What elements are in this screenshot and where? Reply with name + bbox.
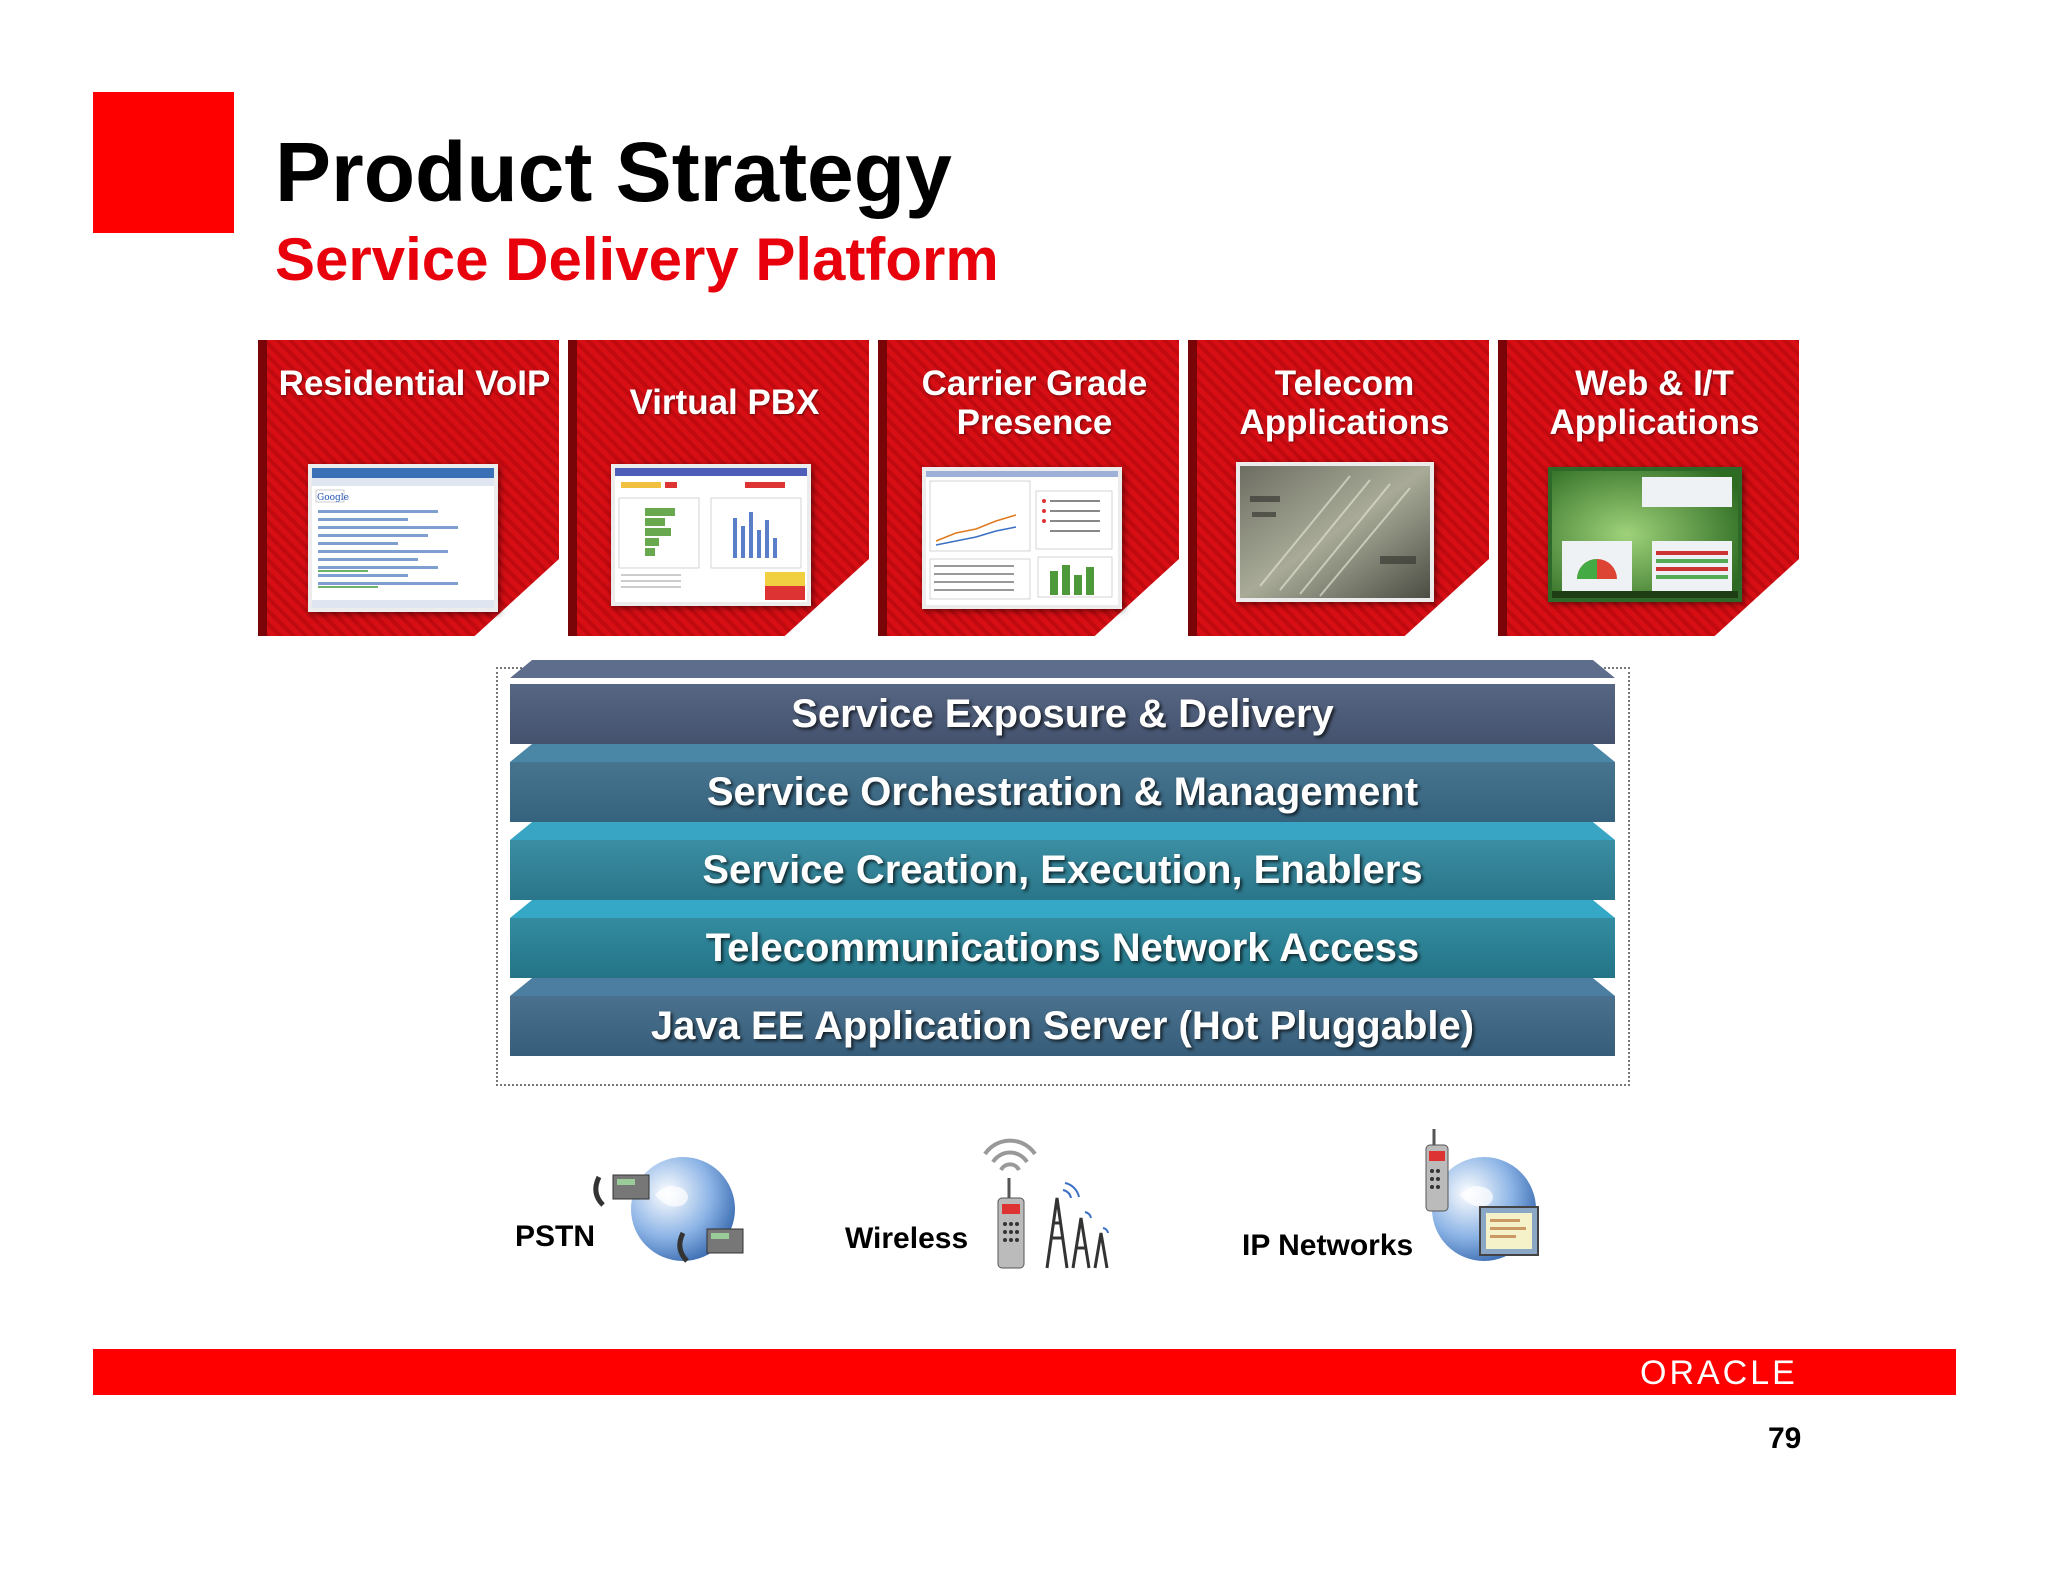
app-tile-label: Residential VoIP: [278, 364, 551, 403]
layer-service-orchestration: Service Orchestration & Management: [510, 762, 1615, 822]
page-number: 79: [1768, 1422, 1802, 1455]
app-tile-residential-voip: Residential VoIP Google: [258, 340, 559, 636]
dashboard-screenshot-image: [611, 464, 811, 606]
wireless-tower-icon: [965, 1128, 1125, 1273]
app-tile-virtual-pbx: Virtual PBX: [568, 340, 869, 636]
oracle-logo: ORACLE: [1640, 1354, 1798, 1392]
network-label-wireless: Wireless: [845, 1222, 969, 1255]
pstn-globe-icon: [585, 1155, 755, 1270]
layer-top-edge: [510, 744, 1615, 762]
app-tile-label: Carrier Grade Presence: [921, 364, 1148, 442]
layer-network-access: Telecommunications Network Access: [510, 918, 1615, 978]
layer-top-edge: [510, 900, 1615, 918]
app-tile-web-it-applications: Web & I/T Applications: [1498, 340, 1799, 636]
layer-service-creation: Service Creation, Execution, Enablers: [510, 840, 1615, 900]
layer-top-edge: [510, 660, 1615, 678]
network-label-pstn: PSTN: [515, 1220, 596, 1253]
ip-networks-globe-icon: [1420, 1125, 1545, 1265]
slide-subtitle: Service Delivery Platform: [275, 226, 999, 293]
app-tile-telecom-applications: Telecom Applications: [1188, 340, 1489, 636]
app-tile-carrier-grade-presence: Carrier Grade Presence: [878, 340, 1179, 636]
browser-screenshot-image: Google: [308, 464, 498, 612]
footer-red-bar: [93, 1349, 1956, 1395]
app-tile-label: Web & I/T Applications: [1549, 364, 1760, 442]
presence-screenshot-image: [922, 467, 1122, 609]
app-tile-label: Telecom Applications: [1239, 364, 1450, 442]
layer-java-ee-server: Java EE Application Server (Hot Pluggabl…: [510, 996, 1615, 1056]
accent-square: [93, 92, 234, 233]
circuit-photo-image: [1236, 462, 1434, 602]
svg-text:Google: Google: [317, 493, 349, 503]
layer-service-exposure: Service Exposure & Delivery: [510, 684, 1615, 744]
app-tile-label: Virtual PBX: [629, 383, 820, 422]
desktop-screenshot-image: [1548, 467, 1742, 602]
slide-title: Product Strategy: [275, 125, 952, 219]
network-label-ip-networks: IP Networks: [1242, 1229, 1414, 1262]
layer-top-edge: [510, 822, 1615, 840]
layer-top-edge: [510, 978, 1615, 996]
